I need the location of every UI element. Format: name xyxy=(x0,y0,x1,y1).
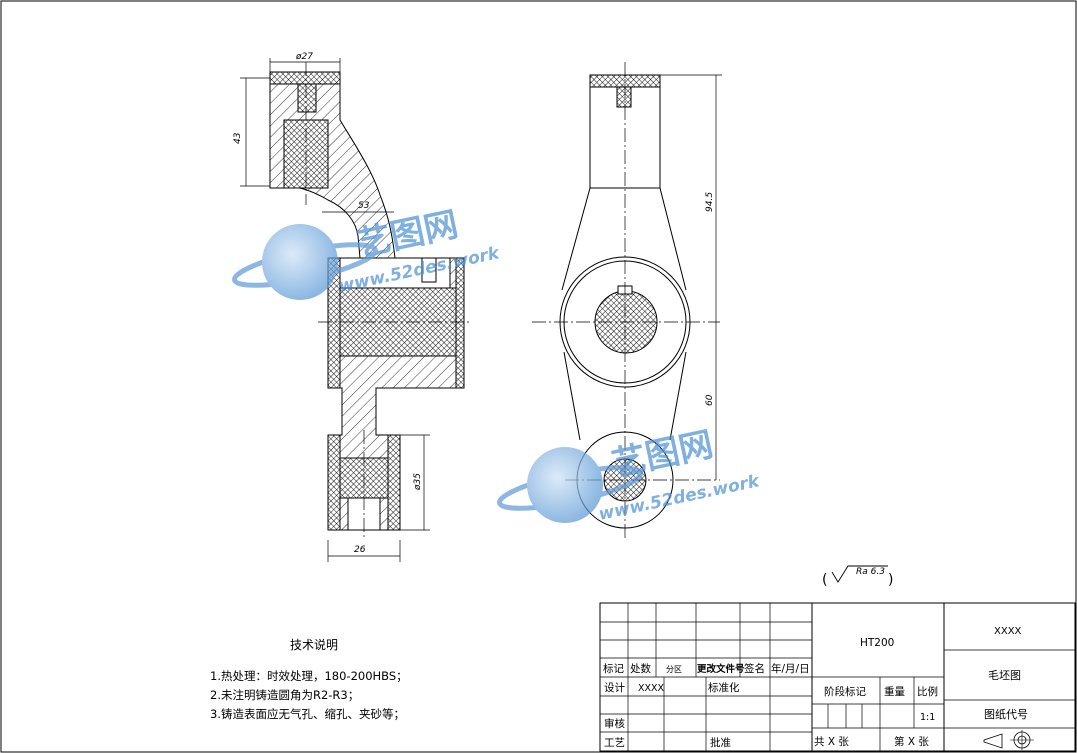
material: HT200 xyxy=(860,637,894,649)
hub-right xyxy=(455,257,465,389)
dim-bottom-dia: ø35 xyxy=(413,473,423,491)
scale-label: 比例 xyxy=(917,685,938,698)
approve-label: 批准 xyxy=(710,736,731,749)
weight-label: 重量 xyxy=(884,685,905,698)
title-block xyxy=(599,602,1076,752)
dim-left-height: 43 xyxy=(233,132,243,144)
dim-right-lower: 60 xyxy=(705,394,715,406)
dim-diag: 53 xyxy=(358,201,370,211)
svg-text:): ) xyxy=(888,572,893,588)
top-plug-front xyxy=(616,86,632,108)
scale-value: 1:1 xyxy=(920,712,935,723)
company-name: XXXX xyxy=(994,626,1022,637)
dim-bottom-width: 26 xyxy=(354,545,366,555)
technical-notes: 技术说明 1.热处理：时效处理，180-200HBS； 2.未注明铸造圆角为R2… xyxy=(210,636,540,724)
technical-note: 2.未注明铸造圆角为R2-R3； xyxy=(210,688,360,702)
rev-header: 年/月/日 xyxy=(771,662,810,675)
stage-label: 阶段标记 xyxy=(824,685,866,698)
drawing-name: 毛坯图 xyxy=(988,669,1021,682)
process-label: 工艺 xyxy=(604,737,625,749)
svg-text:(: ( xyxy=(822,572,827,588)
roughness-symbol: ( Ra 6.3 ) xyxy=(822,565,893,588)
technical-note: 3.铸造表面应无气孔、缩孔、夹砂等； xyxy=(210,707,405,721)
designer-name: XXXX xyxy=(638,683,665,694)
design-label: 设计 xyxy=(604,681,625,694)
title-block-text: 标记 处数 分区 更改文件号 签名 年/月/日 设计 XXXX 标准化 审核 工… xyxy=(603,626,1028,749)
lower-left-wall xyxy=(327,434,341,531)
review-label: 审核 xyxy=(604,717,625,730)
rev-header: 处数 xyxy=(630,662,651,675)
front-view xyxy=(532,62,722,540)
drawing-code-label: 图纸代号 xyxy=(984,708,1028,721)
dim-top-dia: ø27 xyxy=(295,52,313,62)
section-view xyxy=(240,58,472,562)
rev-header: 标记 xyxy=(603,663,624,675)
technical-note: 1.热处理：时效处理，180-200HBS； xyxy=(210,669,408,683)
rev-header: 更改文件号 xyxy=(697,663,745,675)
top-cap xyxy=(269,71,341,85)
dim-right-upper: 94.5 xyxy=(705,192,715,212)
technical-notes-title: 技术说明 xyxy=(290,638,339,652)
roughness-value: Ra 6.3 xyxy=(856,567,885,577)
lower-arm xyxy=(563,351,687,441)
projection-symbol xyxy=(983,733,1003,749)
rev-header: 签名 xyxy=(744,662,765,675)
sheet-number: 第 X 张 xyxy=(894,735,929,748)
top-plug xyxy=(297,83,317,113)
lower-right-wall xyxy=(387,434,401,531)
key-slot xyxy=(421,257,437,283)
sheet-total: 共 X 张 xyxy=(814,736,849,748)
standard-label: 标准化 xyxy=(708,681,740,694)
rev-header: 分区 xyxy=(666,665,682,674)
